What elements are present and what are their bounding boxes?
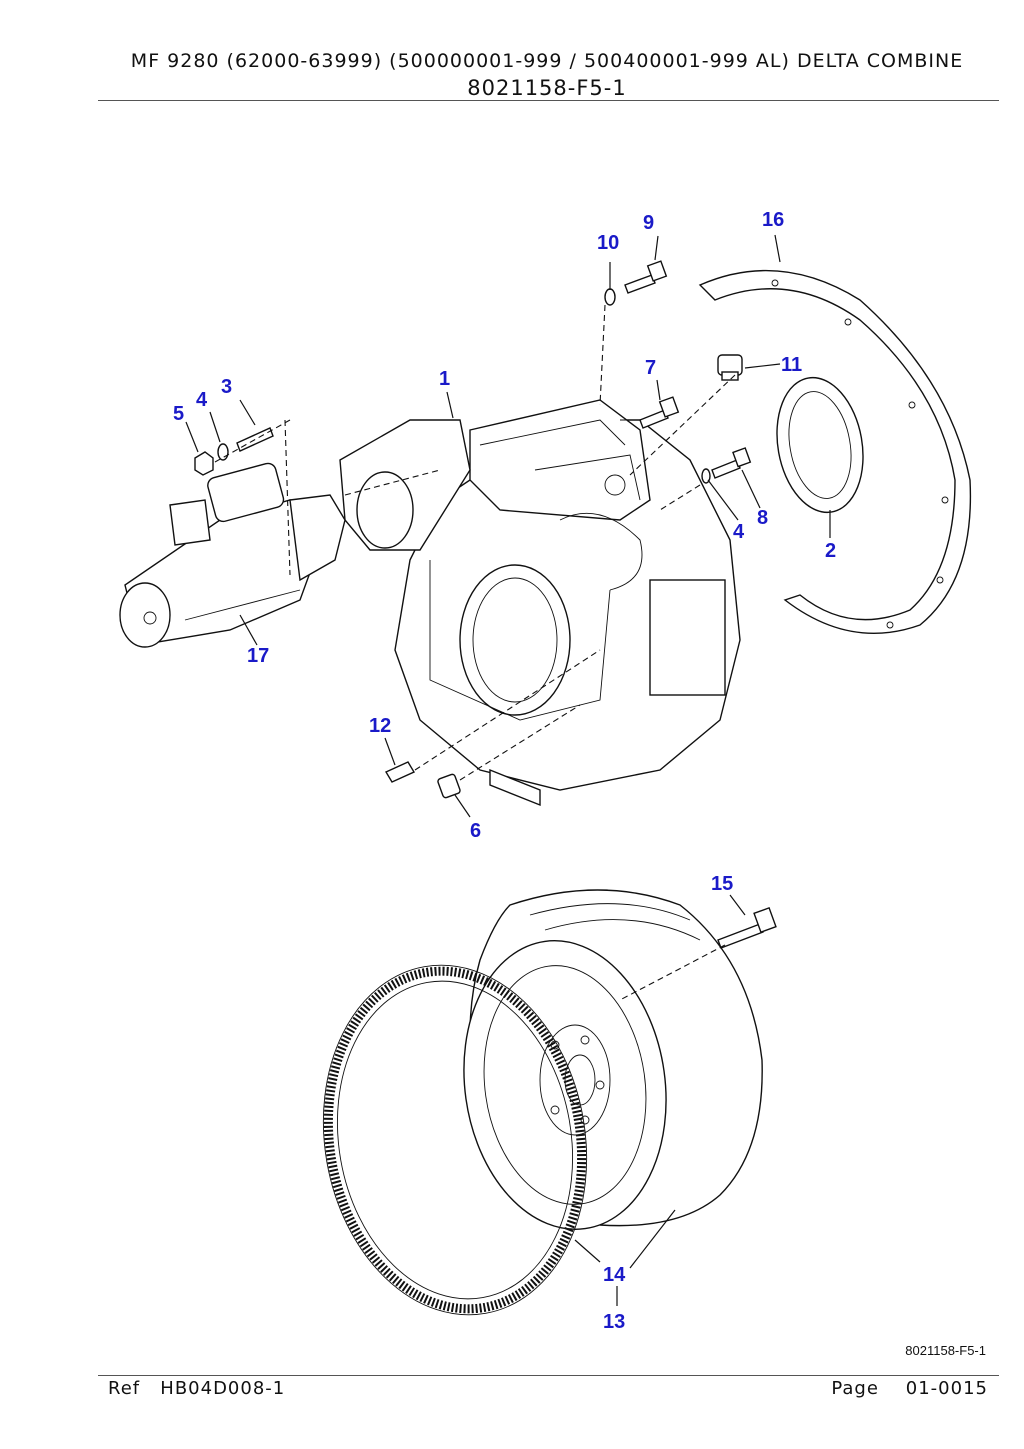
dowel-12 <box>384 761 416 783</box>
callout-9: 9 <box>643 212 654 234</box>
callout-7: 7 <box>645 357 656 379</box>
starter-motor <box>119 462 346 648</box>
flywheel <box>463 889 763 1230</box>
flywheel-housing <box>339 399 741 807</box>
dowel-6 <box>437 773 461 799</box>
callout-13: 13 <box>603 1311 625 1333</box>
callout-12: 12 <box>369 715 391 737</box>
callout-4-right: 4 <box>733 521 745 543</box>
plug-11 <box>717 354 743 381</box>
page-label: Page <box>831 1378 879 1399</box>
washer-4-left <box>217 443 229 461</box>
callout-10: 10 <box>597 232 619 254</box>
diagram-code-heading: 8021158-F5-1 <box>467 76 627 100</box>
callout-14: 14 <box>603 1264 626 1286</box>
leader-lines <box>185 234 831 1306</box>
bolt-15 <box>717 906 777 949</box>
callout-8: 8 <box>757 507 768 529</box>
cover-plate <box>698 269 972 634</box>
washer-4-right <box>701 468 711 484</box>
callout-5: 5 <box>173 403 184 425</box>
ref-value: HB04D008-1 <box>160 1378 286 1399</box>
document-title: MF 9280 (62000-63999) (500000001-999 / 5… <box>130 50 964 72</box>
bolt-8 <box>711 447 752 479</box>
washer-10 <box>604 288 616 306</box>
callout-4-left: 4 <box>196 389 208 411</box>
callout-2: 2 <box>825 540 836 562</box>
figure-code: 8021158-F5-1 <box>905 1343 986 1358</box>
bolt-9 <box>624 260 668 294</box>
callout-3: 3 <box>221 376 232 398</box>
callout-6: 6 <box>470 820 481 842</box>
callout-16: 16 <box>762 209 784 231</box>
footer-divider <box>98 1375 999 1376</box>
bolt-7 <box>639 396 680 429</box>
nut-5 <box>194 451 214 476</box>
ref-label: Ref <box>108 1378 141 1399</box>
page-number: 01-0015 <box>905 1378 988 1399</box>
seal-ring <box>776 376 864 514</box>
callout-1: 1 <box>439 368 450 390</box>
callout-11: 11 <box>781 354 802 376</box>
footer-ref: Ref HB04D008-1 <box>108 1378 285 1399</box>
callout-17: 17 <box>247 645 269 667</box>
header-divider <box>98 100 999 101</box>
callout-15: 15 <box>711 873 733 895</box>
ring-gear <box>322 964 588 1316</box>
footer-page: Page 01-0015 <box>831 1378 988 1399</box>
